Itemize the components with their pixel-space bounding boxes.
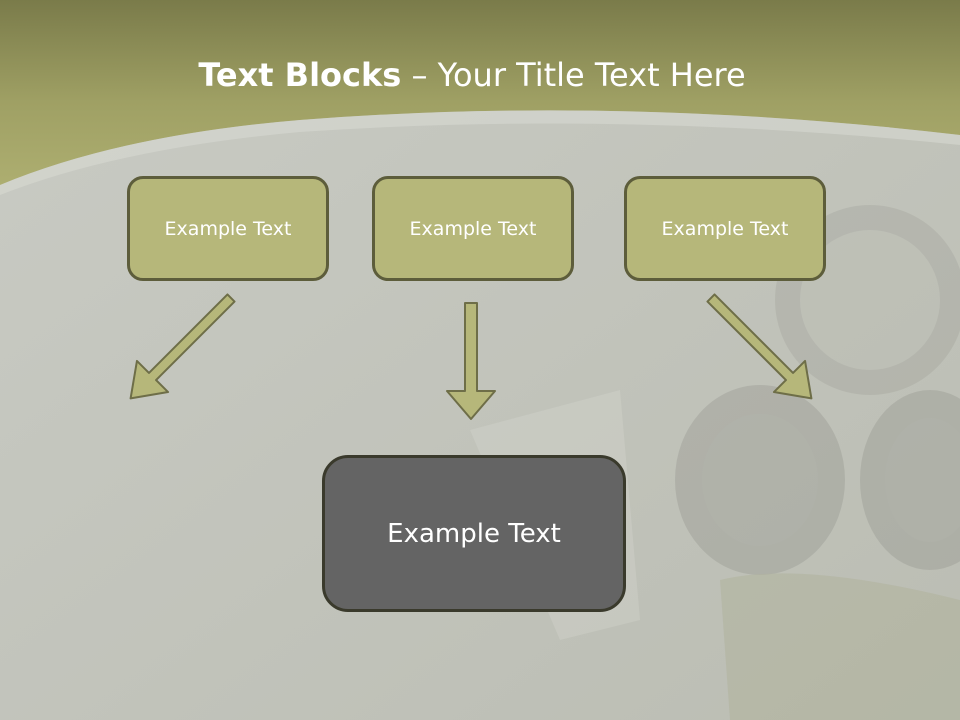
- title-separator: –: [401, 56, 438, 94]
- text-block-3[interactable]: Example Text: [624, 176, 826, 281]
- title-bold-part: Text Blocks: [198, 56, 402, 94]
- arrow-right: [706, 293, 813, 400]
- slide-title: Text Blocks – Your Title Text Here: [0, 52, 944, 98]
- text-block-1[interactable]: Example Text: [127, 176, 329, 281]
- title-regular-part: Your Title Text Here: [437, 56, 746, 94]
- arrow-center: [446, 302, 496, 420]
- text-block-3-label: Example Text: [661, 217, 789, 240]
- text-block-2-label: Example Text: [409, 217, 537, 240]
- text-block-1-label: Example Text: [164, 217, 292, 240]
- target-block[interactable]: Example Text: [322, 455, 626, 612]
- arrow-left: [129, 293, 236, 400]
- target-block-label: Example Text: [387, 518, 561, 549]
- text-block-2[interactable]: Example Text: [372, 176, 574, 281]
